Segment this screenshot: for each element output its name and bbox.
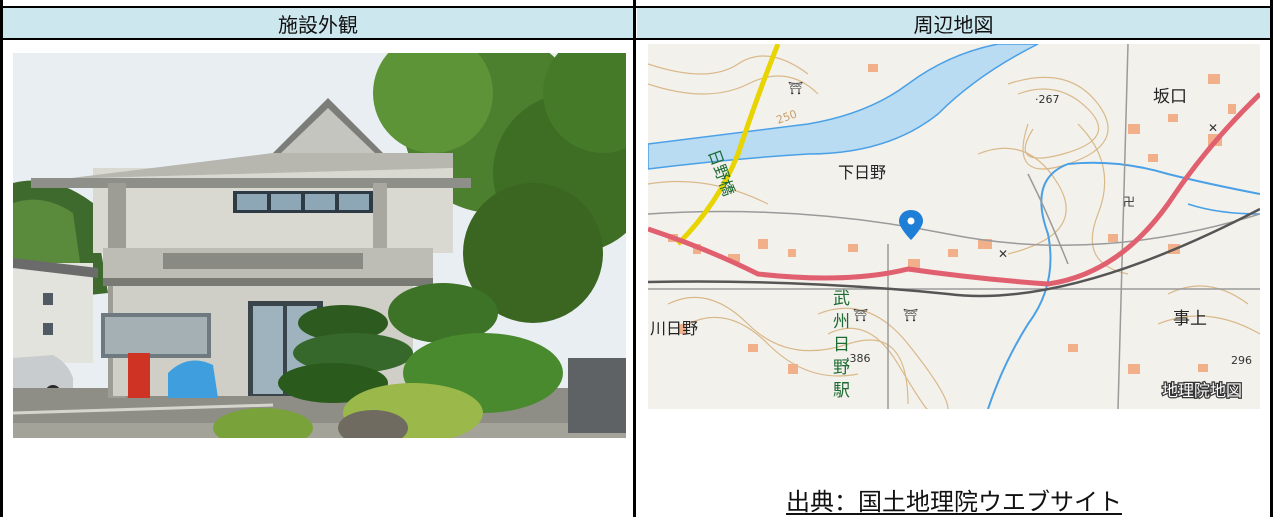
location-marker-icon[interactable] xyxy=(899,210,923,240)
header-facility-exterior: 施設外観 xyxy=(3,8,633,38)
temple-icon: 卍 xyxy=(1123,195,1135,209)
map-label-elev-386: ·386 xyxy=(846,352,871,365)
right-border xyxy=(1270,6,1273,517)
map-label-station-4: 野 xyxy=(833,358,850,378)
map-label-station-1: 武 xyxy=(833,289,850,309)
map-label-station-3: 日 xyxy=(833,335,850,355)
map-label-shimohino: 下日野 xyxy=(838,163,886,182)
header-bottom-border xyxy=(0,38,1273,40)
shrine-icon: ⛩ xyxy=(853,308,868,322)
header-area-map-label: 周辺地図 xyxy=(913,12,994,37)
map-label-hino-west: 川日野 xyxy=(650,319,698,338)
map-label-jijo: 事上 xyxy=(1173,309,1207,329)
map-label-station-5: 駅 xyxy=(833,381,850,401)
school-icon: ✕ xyxy=(1208,121,1218,135)
map-label-station-2: 州 xyxy=(833,312,850,332)
header-area-map: 周辺地図 xyxy=(637,8,1270,38)
middle-border xyxy=(633,6,636,517)
map-label-sakaguchi: 坂口 xyxy=(1153,87,1187,107)
school-icon: ✕ xyxy=(998,247,1008,261)
map-source-citation: 出典：国土地理院ウエブサイト xyxy=(648,484,1260,516)
header-facility-exterior-label: 施設外観 xyxy=(278,12,358,37)
gsi-map-logo: 地理院地図 xyxy=(1162,381,1242,400)
shrine-icon: ⛩ xyxy=(903,308,918,322)
left-border xyxy=(0,6,3,517)
top-border xyxy=(0,6,1273,8)
map-source-citation-text: 出典：国土地理院ウエブサイト xyxy=(786,487,1122,516)
top-right-tick xyxy=(1270,0,1273,8)
top-left-tick xyxy=(0,0,3,8)
top-mid-tick xyxy=(633,0,636,8)
map-label-elev-296: 296 xyxy=(1231,354,1252,367)
shrine-icon: ⛩ xyxy=(788,81,803,95)
map-label-elev-267: ·267 xyxy=(1035,93,1060,106)
facility-exterior-photo xyxy=(13,53,626,438)
area-map: ⛩ ⛩ ⛩ ✕ ✕ 卍 坂口 ·267 下日野 日野橋 250 武 州 日 野 … xyxy=(648,44,1260,409)
